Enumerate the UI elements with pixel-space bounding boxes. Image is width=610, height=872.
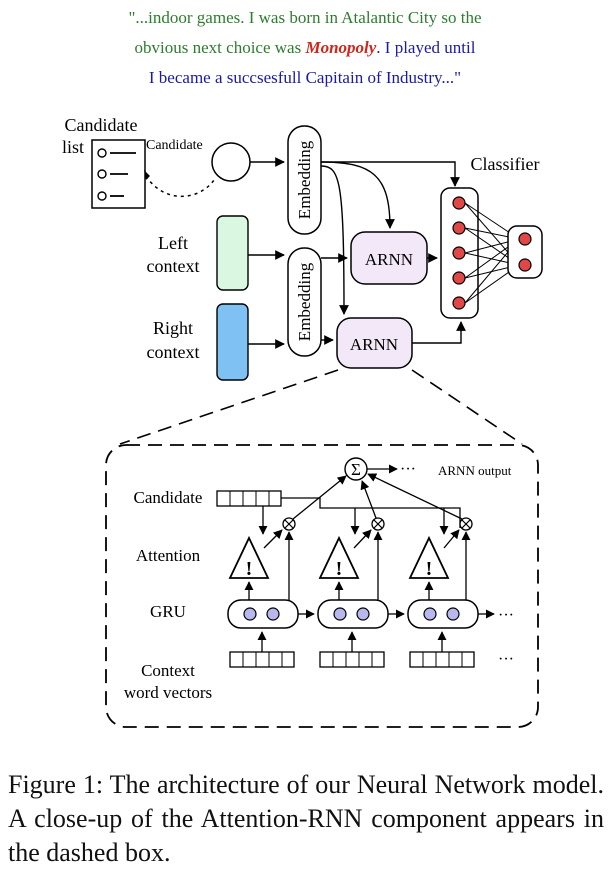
architecture-diagram: Candidate list Candidate Embedding Left … (62, 115, 543, 728)
candidate-node (211, 142, 251, 182)
candidate-to-arnn-right-arrow (320, 165, 349, 315)
arnn-right-label: ARNN (350, 335, 398, 354)
gru-unit-3 (407, 599, 479, 629)
attention-unit-3: ! (408, 535, 450, 580)
closeup-dashed-box (105, 444, 539, 728)
mult-to-sum-arrow-2 (360, 480, 377, 519)
classifier-input-nodes (452, 196, 466, 310)
gru-unit-1 (227, 599, 299, 629)
embedding-top-box (287, 125, 322, 235)
classifier-output-nodes (518, 232, 532, 272)
right-context-label-1: Right (153, 318, 193, 338)
figure-caption: Figure 1: The architecture of our Neural… (8, 770, 604, 867)
right-context-label-2: context (147, 342, 200, 362)
left-context-label-2: context (147, 256, 200, 276)
quote-line-2: obvious next choice was Monopoly. I play… (0, 38, 610, 58)
context-vector-2 (319, 651, 385, 668)
candidate-list-label-1: Candidate (65, 115, 138, 135)
sum-symbol: Σ (351, 460, 361, 479)
context-vector-3 (409, 651, 475, 668)
classifier-output-layer (507, 225, 543, 279)
context-vector-1 (229, 651, 295, 668)
attention-exclamation-2: ! (336, 558, 343, 580)
left-context-box (216, 215, 249, 291)
attention-unit-2: ! (318, 535, 360, 580)
gru-unit-2 (317, 599, 389, 629)
context-row-label-2: word vectors (124, 683, 212, 702)
quote-line-1: "...indoor games. I was born in Atalanti… (128, 8, 482, 27)
attention-row-label: Attention (136, 546, 201, 565)
arnn-left-label: ARNN (365, 250, 413, 269)
attention-exclamation-1: ! (246, 558, 253, 580)
arnn-right-to-classifier-arrow (412, 321, 466, 344)
attention-exclamation-3: ! (426, 558, 433, 580)
sum-node: Σ (344, 457, 368, 481)
left-context-label-1: Left (158, 233, 188, 253)
right-context-box (216, 303, 249, 381)
arnn-output-label: ARNN output (438, 463, 512, 478)
embedding-bottom-label: Embedding (295, 262, 314, 341)
candidate-to-arnn-left-arrow (320, 161, 395, 229)
embedding-bottom-box (287, 247, 322, 357)
candidate-arrow-label: Candidate (146, 138, 203, 153)
gru-row-label: GRU (150, 602, 186, 621)
attention-to-mult-arrow-2 (353, 529, 372, 549)
candidate-list-icon (91, 139, 146, 209)
zoom-line-left (119, 369, 339, 445)
gru-ellipsis: ··· (498, 607, 514, 624)
context-row-label-1: Context (141, 661, 195, 680)
quote-line-3: I became a succsesfull Capitain of Indus… (148, 68, 462, 87)
quote-line-2-start: obvious next choice was (134, 38, 306, 57)
mult-to-sum-arrow-3 (367, 473, 463, 520)
candidate-vector (216, 490, 282, 507)
candidate-list-label-2: list (62, 137, 84, 157)
mult-node-1 (282, 517, 296, 531)
mult-node-3 (459, 517, 473, 531)
mult-node-2 (371, 517, 385, 531)
zoom-line-right (411, 369, 523, 445)
attention-to-mult-arrow-3 (443, 529, 460, 549)
embedding-top-label: Embedding (295, 140, 314, 219)
attention-unit-1: ! (228, 535, 270, 580)
candidate-vector-bus (281, 497, 461, 528)
output-ellipsis: ··· (400, 461, 416, 478)
quote-line-2-end: . I played until (376, 38, 476, 57)
attention-to-mult-arrow-1 (263, 529, 283, 549)
candidate-dotted-arrowhead (144, 170, 150, 180)
candidate-dotted-arrow (145, 175, 215, 198)
candidate-row-label: Candidate (134, 488, 203, 507)
context-ellipsis: ··· (498, 651, 514, 668)
candidate-to-classifier-arrow (321, 161, 460, 187)
quote-monopoly: Monopoly (305, 38, 377, 57)
mult-to-sum-arrow-1 (292, 475, 347, 520)
classifier-label: Classifier (471, 154, 540, 174)
